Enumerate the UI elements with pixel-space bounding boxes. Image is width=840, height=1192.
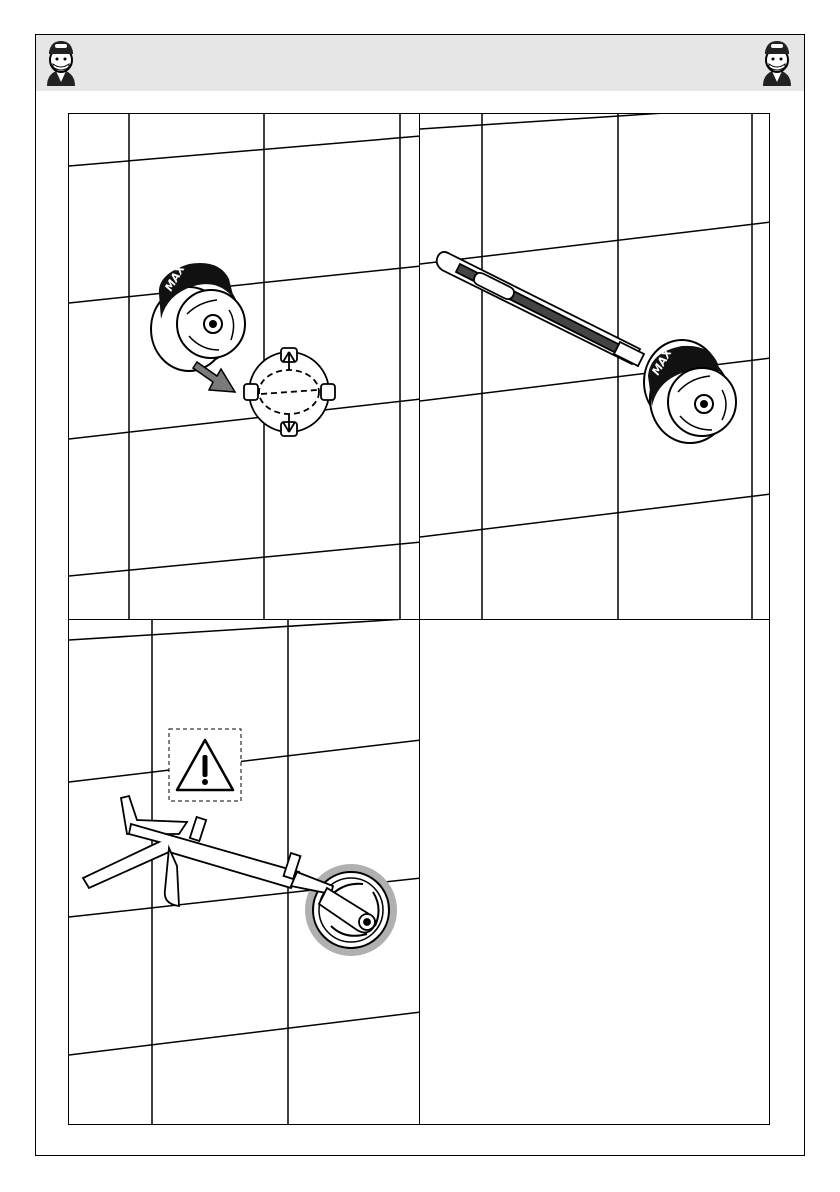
tile-wall-illustration [69,620,420,1125]
warning-triangle-icon [169,729,241,801]
arrow-icon [193,362,235,392]
worker-avatar-icon [41,38,81,88]
valve-body-icon: MAX [151,262,245,371]
header-band [36,35,804,91]
step-panel-sealant [68,619,420,1125]
plaster-guard-icon [244,348,335,436]
step-panel-empty [419,619,770,1125]
tile-wall-illustration: MAX [420,114,770,620]
step-panel-remove-guard: MAX [68,113,420,620]
worker-avatar-icon [757,38,797,88]
tile-wall-illustration: MAX [69,114,420,620]
step-panel-level-check: MAX [419,113,770,620]
spirit-level-icon [437,252,644,366]
sealant-gun-icon [83,796,375,933]
valve-body-icon: MAX [644,340,736,443]
